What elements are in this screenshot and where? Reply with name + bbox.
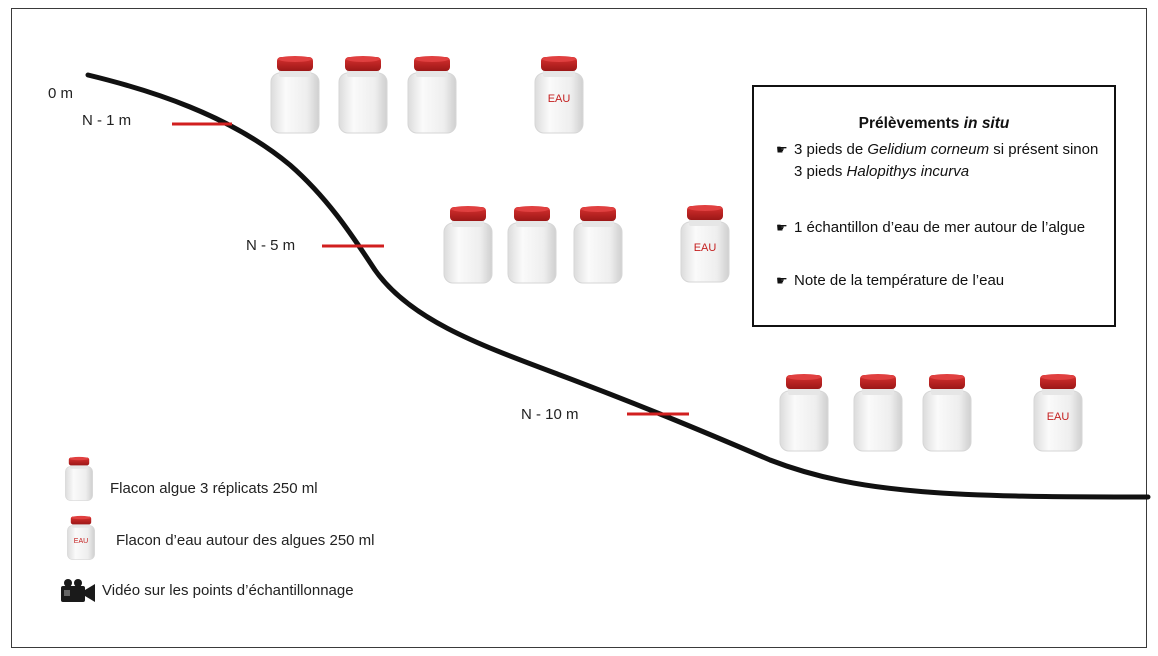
legend-algae-bottle-icon (62, 455, 96, 503)
algae-bottle (568, 205, 628, 285)
info-item-text: 1 échantillon d’eau de mer autour de l’a… (794, 219, 1086, 236)
algae-bottle (848, 373, 908, 453)
species-name: Halopithys incurva (846, 163, 970, 180)
species-name: Gelidium corneum (867, 141, 990, 158)
water-bottle-label: EAU (73, 538, 89, 545)
algae-bottle (917, 373, 977, 453)
pointing-hand-icon: ☛ (776, 220, 788, 235)
depth-label-5m: N - 5 m (246, 237, 296, 254)
algae-bottle (333, 55, 393, 135)
water-bottle: EAU (529, 55, 589, 135)
water-bottle-label: EAU (1046, 411, 1070, 423)
algae-bottle (438, 205, 498, 285)
pointing-hand-icon: ☛ (776, 273, 788, 288)
water-bottle: EAU (1028, 373, 1088, 453)
info-item-text: 3 pieds de (794, 141, 868, 158)
seabed-line (85, 72, 1151, 500)
depth-label-10m: N - 10 m (521, 406, 579, 423)
water-bottle: EAU (675, 204, 735, 284)
algae-bottle (774, 373, 834, 453)
info-title-prefix: Prélèvements (858, 115, 960, 132)
legend-water-bottle-icon: EAU (64, 514, 98, 562)
info-item-text: Note de la température de l’eau (794, 272, 1005, 289)
depth-label-1m: N - 1 m (82, 112, 132, 129)
algae-bottle (265, 55, 325, 135)
info-title-italic: in situ (963, 115, 1010, 132)
algae-bottle (402, 55, 462, 135)
info-item-temperature: ☛ Note de la température de l’eau (776, 270, 1104, 292)
algae-bottle (502, 205, 562, 285)
info-box-title: Prélèvements in situ (754, 115, 1114, 133)
legend-water-bottle-label: Flacon d’eau autour des algues 250 ml (116, 532, 375, 549)
info-item-algae: ☛ 3 pieds de Gelidium corneum si présent… (776, 139, 1104, 183)
water-bottle-label: EAU (693, 242, 717, 254)
legend-algae-bottle-label: Flacon algue 3 réplicats 250 ml (110, 480, 318, 497)
info-item-water: ☛ 1 échantillon d’eau de mer autour de l… (776, 217, 1104, 239)
info-item-text: si présent sinon 3 pieds (794, 141, 1099, 180)
legend-video-label: Vidéo sur les points d’échantillonnage (102, 582, 354, 599)
depth-label-surface: 0 m (48, 85, 74, 102)
pointing-hand-icon: ☛ (776, 142, 788, 157)
sampling-info-box: Prélèvements in situ ☛ 3 pieds de Gelidi… (752, 85, 1116, 327)
water-bottle-label: EAU (547, 93, 571, 105)
video-camera-icon (61, 579, 95, 602)
